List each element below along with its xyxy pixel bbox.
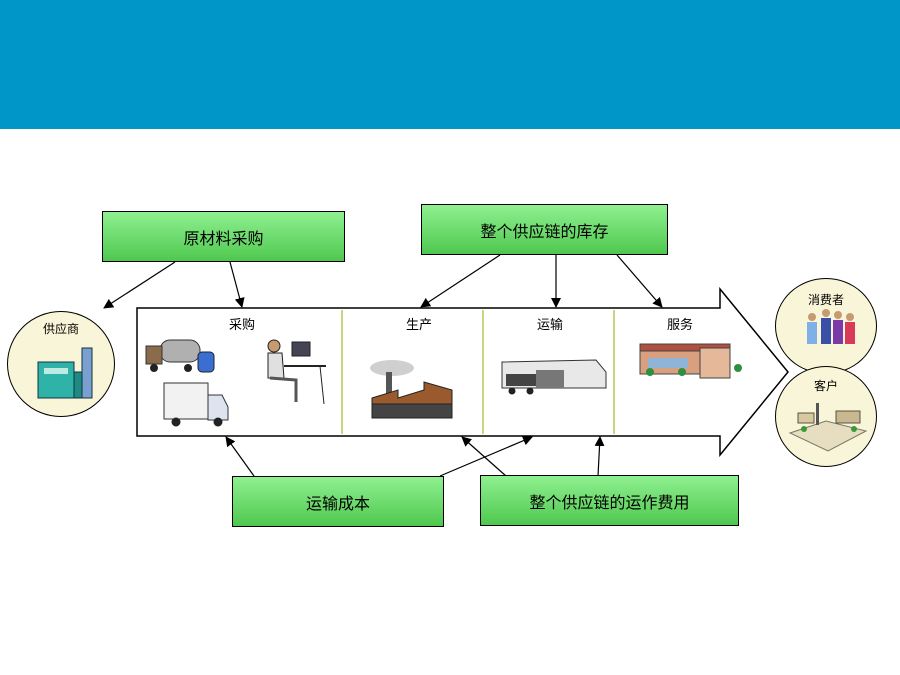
supplier-building-icon <box>37 347 93 399</box>
supplier-node: 供应商 <box>7 311 115 417</box>
stage-label-transport: 运输 <box>536 318 563 333</box>
factory-illustration <box>370 360 453 419</box>
raw-material-procurement-label: 原材料采购 <box>183 228 264 248</box>
connector-arrow <box>420 254 501 308</box>
supply-chain-arrow <box>136 286 789 458</box>
transport-cost-box: 运输成本 <box>232 476 444 527</box>
connector-arrow <box>439 435 533 477</box>
raw-material-procurement-box: 原材料采购 <box>102 211 345 262</box>
connector-arrow <box>229 261 245 308</box>
connector-arrow <box>461 436 507 477</box>
header-band <box>0 0 900 129</box>
transport-cost-label: 运输成本 <box>305 493 370 513</box>
connector-arrow <box>594 436 605 477</box>
customer-plaza-icon <box>788 403 868 452</box>
box-truck-illustration <box>163 382 229 427</box>
stage-label-procurement: 采购 <box>228 318 255 333</box>
stage-label-service: 服务 <box>666 318 693 333</box>
operating-cost-label: 整个供应链的运作费用 <box>529 492 690 512</box>
inventory-label: 整个供应链的库存 <box>480 221 609 241</box>
warehouse-truck-illustration <box>501 359 607 395</box>
consumers-people-icon <box>807 309 855 344</box>
supplier-label: 供应商 <box>42 322 79 336</box>
operating-cost-box: 整个供应链的运作费用 <box>480 475 739 526</box>
connector-arrow <box>225 436 255 477</box>
connector-arrow <box>103 261 176 309</box>
inventory-box: 整个供应链的库存 <box>421 204 668 255</box>
customer-label: 客户 <box>813 379 838 393</box>
store-illustration <box>639 343 742 379</box>
stage-label-production: 生产 <box>405 318 432 333</box>
consumer-label: 消费者 <box>807 293 844 307</box>
tanker-truck-illustration <box>145 339 215 373</box>
consumer-node: 消费者 <box>775 278 877 374</box>
office-worker-illustration <box>267 339 326 405</box>
customer-node: 客户 <box>775 366 877 467</box>
connector-arrow <box>616 254 663 308</box>
